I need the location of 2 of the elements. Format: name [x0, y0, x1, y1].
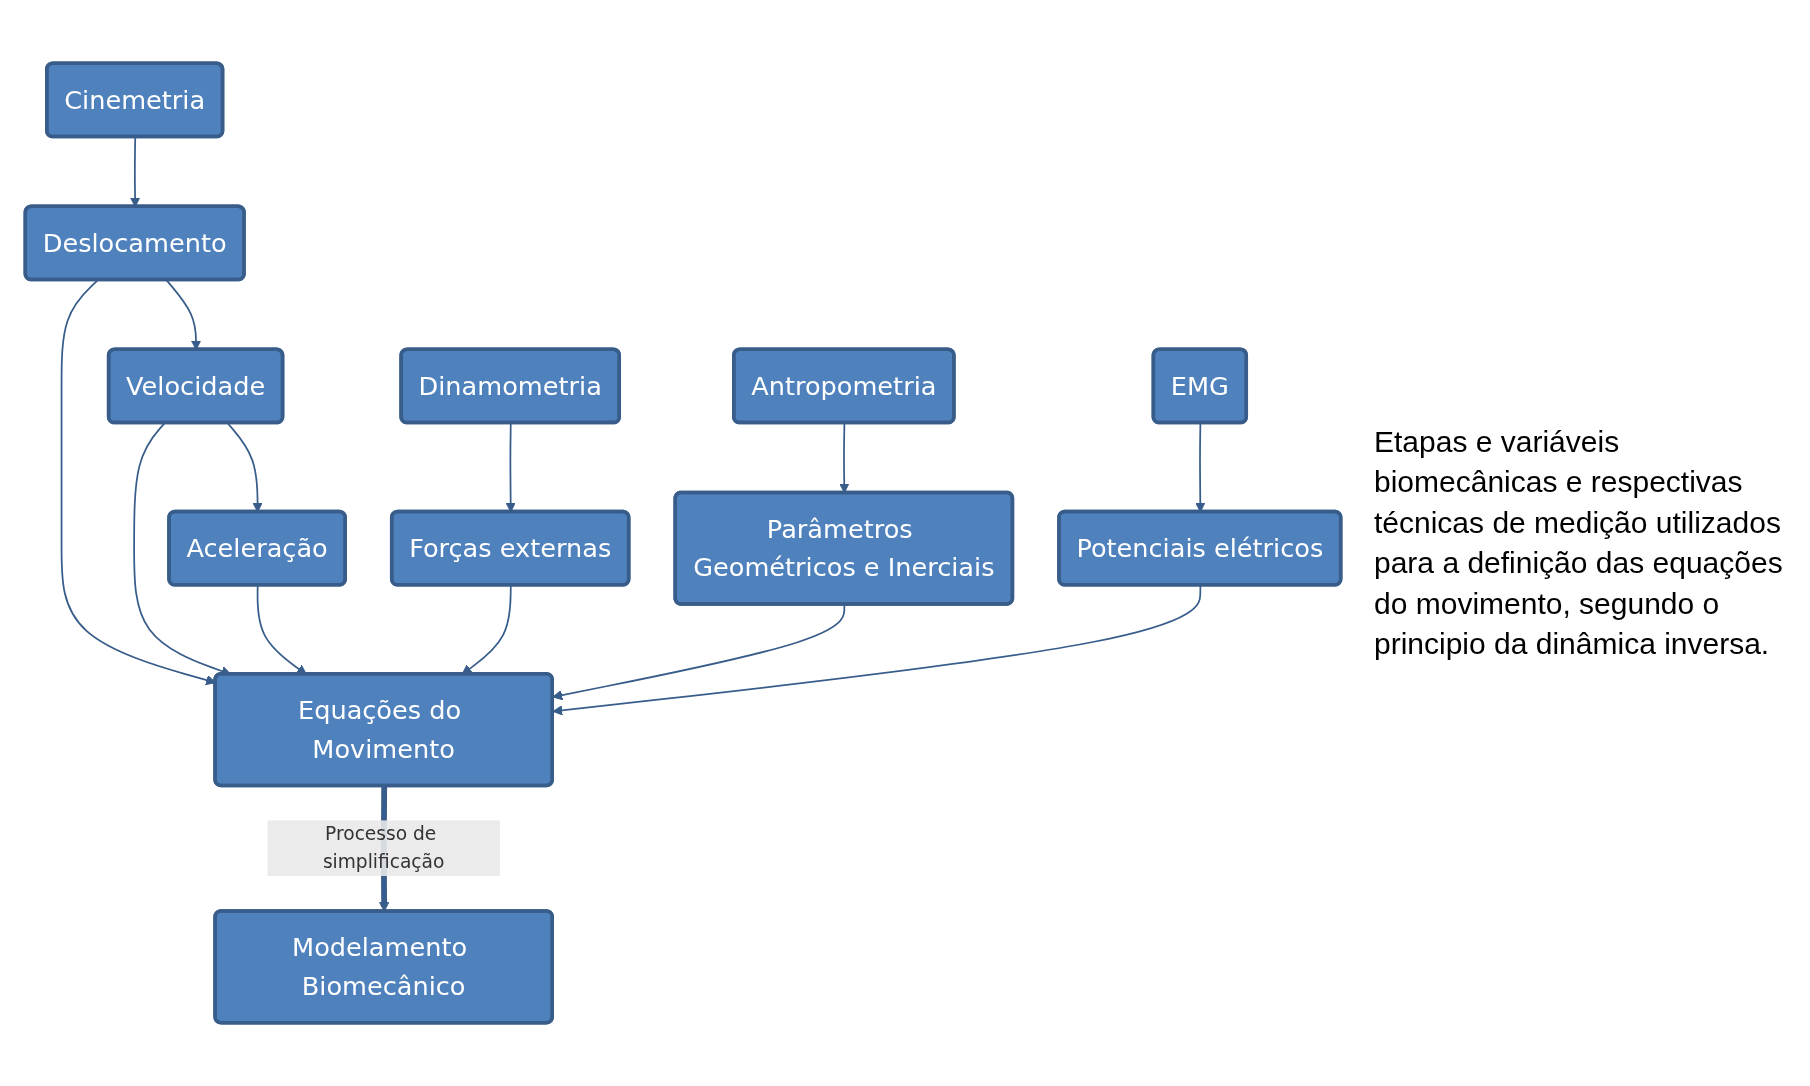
- edge-label: Processo de simplificação: [322, 822, 445, 873]
- note-text: Etapas e variáveis biomecânicas e respectivas técnicas de medição utilizados para a definição das equações do movimento, segundo o principio da dinâmica inversa.: [1374, 423, 1784, 662]
